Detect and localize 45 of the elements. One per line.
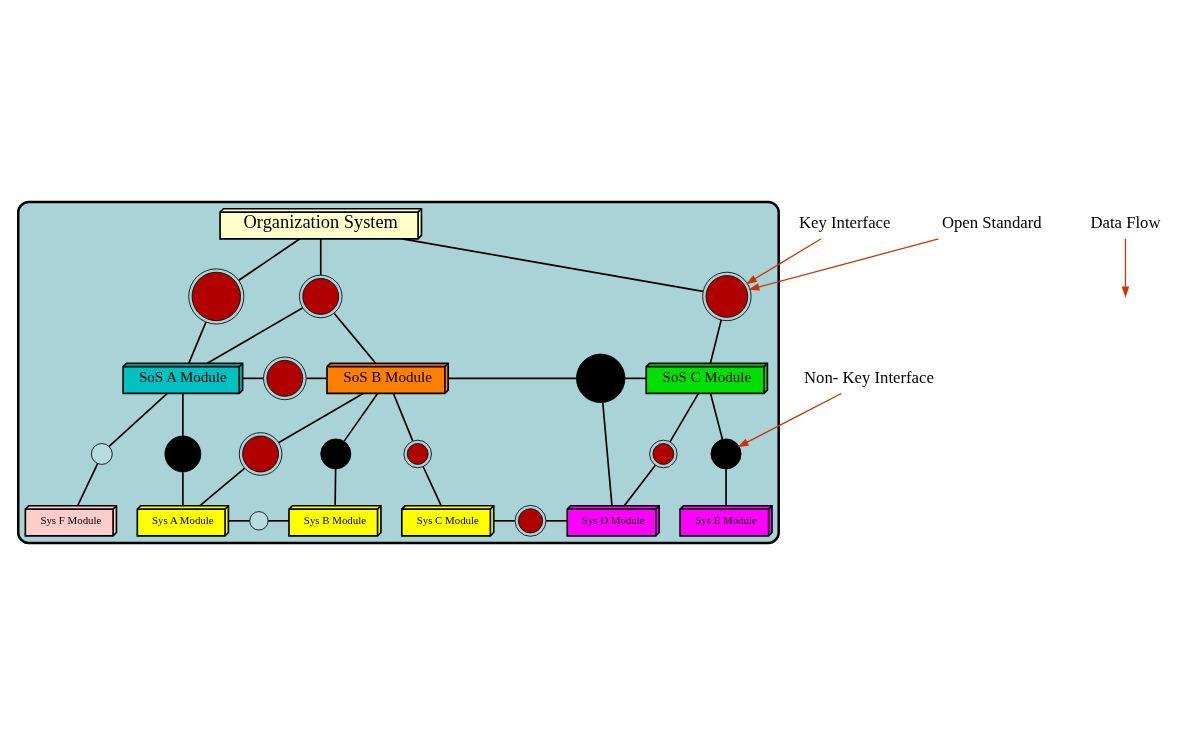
- connector: [182, 471, 184, 507]
- node-circle: [710, 438, 742, 470]
- node-text: Non- Key Interface: [804, 367, 934, 387]
- connector: [238, 238, 301, 282]
- arrow: [1121, 238, 1130, 298]
- node-circle: [576, 353, 626, 403]
- connector: [182, 392, 184, 437]
- node-text: Data Flow: [1090, 212, 1161, 232]
- connector: [199, 467, 246, 507]
- connector: [333, 312, 377, 364]
- arrow: [737, 392, 842, 448]
- connector: [447, 377, 578, 380]
- connector: [493, 520, 516, 522]
- connector: [601, 401, 613, 507]
- connector: [319, 238, 322, 276]
- connector: [267, 520, 290, 522]
- cluster: [17, 200, 780, 545]
- connector: [76, 462, 99, 507]
- node-circle: [249, 511, 269, 531]
- connector: [334, 468, 337, 507]
- connector: [108, 392, 169, 448]
- node-circle: [90, 443, 113, 465]
- connector: [624, 377, 648, 380]
- connector: [545, 520, 568, 522]
- connector: [422, 465, 442, 507]
- node-circle: [164, 435, 202, 473]
- connector: [206, 307, 304, 365]
- node-text: Open Standard: [941, 212, 1042, 232]
- connector: [242, 377, 265, 380]
- connector: [188, 321, 207, 364]
- connector: [401, 238, 704, 293]
- arrow: [748, 238, 940, 291]
- connector: [623, 464, 657, 507]
- connector: [343, 392, 379, 443]
- connector: [709, 319, 722, 365]
- connector: [305, 377, 328, 380]
- arrow: [745, 238, 822, 285]
- node-circle: [320, 438, 352, 470]
- connector: [392, 392, 414, 442]
- connector: [227, 520, 251, 522]
- connector: [278, 392, 364, 444]
- node-text: Key Interface: [799, 212, 891, 232]
- connector: [709, 392, 724, 440]
- connector: [669, 392, 700, 443]
- connector: [725, 468, 727, 507]
